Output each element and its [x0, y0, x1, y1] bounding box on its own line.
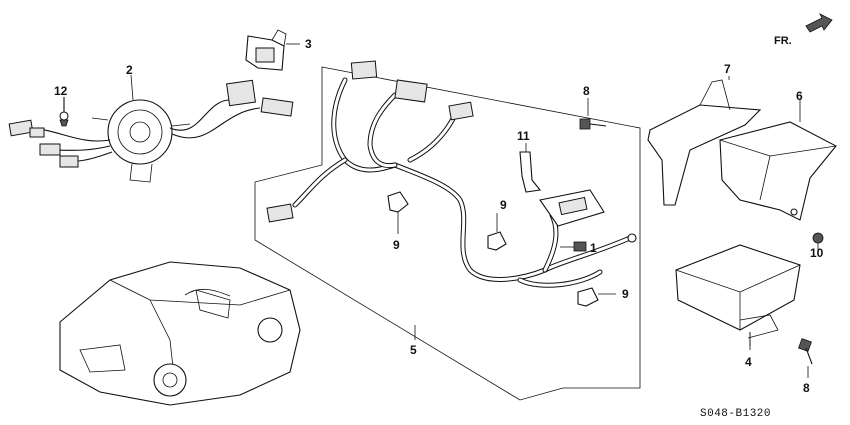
callout-8-upper: 8 — [583, 84, 590, 98]
srs-unit-part — [719, 100, 837, 221]
wire-harness-part — [266, 60, 637, 288]
screw-part-12 — [59, 97, 69, 127]
callout-12: 12 — [54, 84, 68, 98]
drawing-code: S048-B1320 — [700, 408, 771, 420]
bolt-part-8-upper — [579, 98, 607, 130]
callout-9-left: 9 — [393, 238, 400, 252]
harness-clip-9a — [387, 191, 409, 234]
callout-2: 2 — [126, 63, 133, 77]
control-unit-part — [675, 244, 801, 346]
callout-9-middle: 9 — [500, 198, 507, 212]
srs-unit-cover-part — [647, 76, 762, 206]
callout-5: 5 — [410, 343, 417, 357]
callout-3: 3 — [305, 37, 312, 51]
cable-reel-part — [8, 79, 294, 183]
connector-bracket-part — [245, 29, 300, 71]
callout-6: 6 — [796, 89, 803, 103]
clip-part-11 — [519, 143, 542, 193]
callout-8-lower: 8 — [803, 381, 810, 395]
connector-part-1 — [573, 241, 587, 252]
leader-lines — [130, 74, 751, 350]
front-direction-arrow-icon — [805, 13, 833, 33]
callout-4: 4 — [745, 355, 752, 369]
direction-label: FR. — [774, 35, 792, 47]
nut-part-10 — [812, 232, 824, 252]
vehicle-outline — [59, 261, 301, 406]
harness-clip-9c — [577, 287, 616, 307]
bolt-part-8-lower — [798, 338, 813, 378]
callout-10: 10 — [810, 246, 824, 260]
harness-assembly-boundary — [254, 66, 641, 401]
callout-7: 7 — [724, 62, 731, 76]
callout-9-right: 9 — [622, 287, 629, 301]
callout-11: 11 — [517, 129, 530, 143]
harness-clip-9b — [487, 213, 507, 251]
callout-1: 1 — [590, 241, 597, 255]
